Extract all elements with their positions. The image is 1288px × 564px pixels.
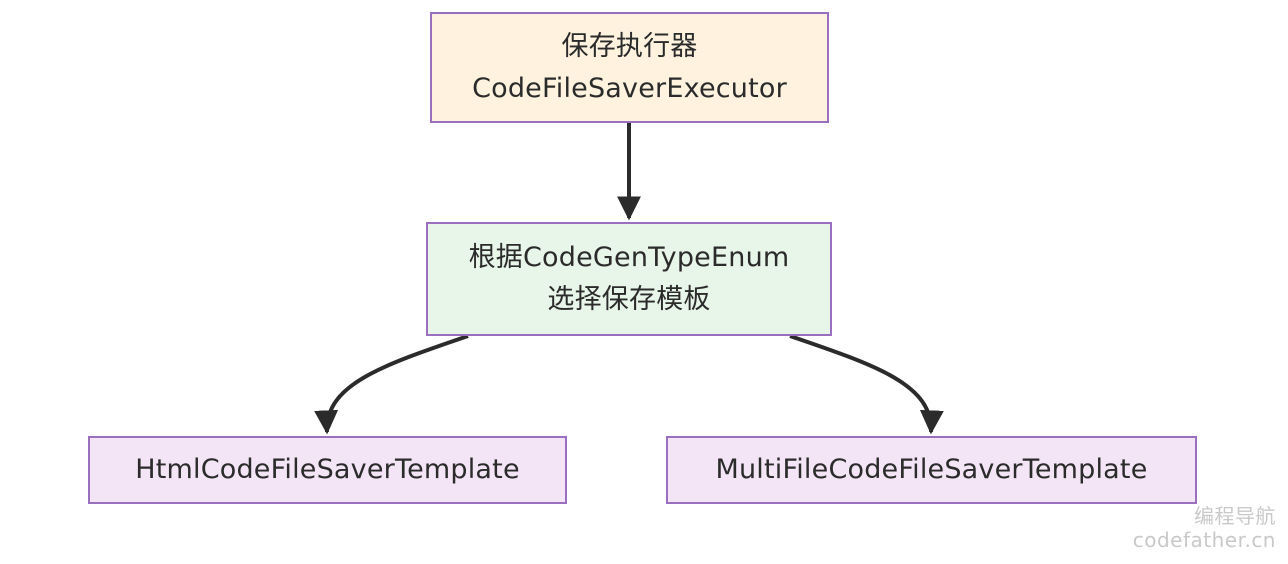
node-multi-file-template-label: MultiFileCodeFileSaverTemplate xyxy=(715,454,1148,486)
node-html-template: HtmlCodeFileSaverTemplate xyxy=(88,436,567,504)
edge-selector-to-html-template xyxy=(314,334,469,435)
node-html-template-label: HtmlCodeFileSaverTemplate xyxy=(135,454,520,486)
node-save-executor-line1: 保存执行器 xyxy=(561,30,698,62)
edge-selector-to-multi-template xyxy=(789,334,944,435)
watermark-domain: codefather.cn xyxy=(1132,528,1276,552)
node-template-selector-line1: 根据CodeGenTypeEnum xyxy=(468,242,790,274)
node-template-selector: 根据CodeGenTypeEnum 选择保存模板 xyxy=(426,222,832,336)
watermark-brand: 编程导航 xyxy=(1194,504,1276,528)
node-save-executor: 保存执行器 CodeFileSaverExecutor xyxy=(430,12,829,123)
node-template-selector-line2: 选择保存模板 xyxy=(547,284,711,315)
node-multi-file-template: MultiFileCodeFileSaverTemplate xyxy=(666,436,1197,504)
node-save-executor-line2: CodeFileSaverExecutor xyxy=(472,72,787,104)
